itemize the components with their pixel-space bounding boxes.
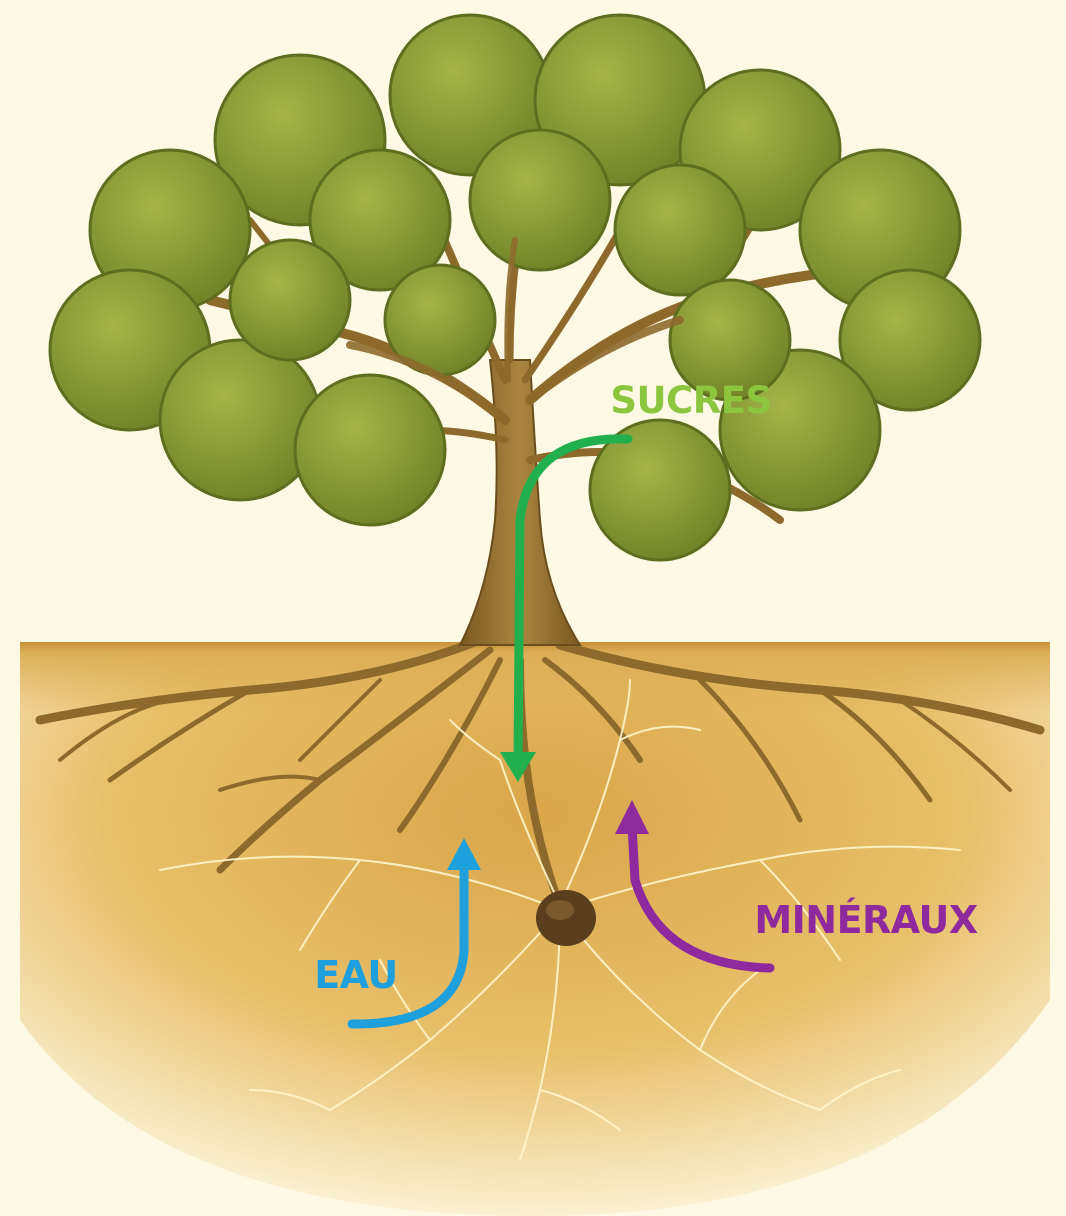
label-water: EAU xyxy=(314,953,398,997)
label-minerals: MINÉRAUX xyxy=(754,898,978,942)
label-sugars: SUCRES xyxy=(610,379,771,422)
truffle xyxy=(536,890,596,946)
